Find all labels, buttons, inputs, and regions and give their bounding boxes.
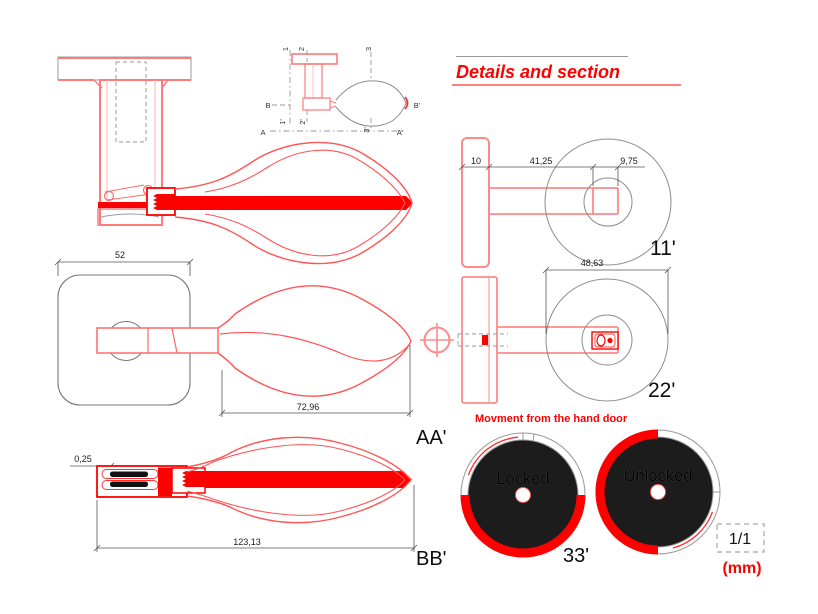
label-b: B [265, 101, 270, 110]
flange-chamfers [93, 79, 169, 89]
dim-line-11 [458, 163, 645, 186]
unlocked-center-hole [650, 484, 666, 500]
core-tip-bb [403, 471, 412, 488]
flange-outline [57, 56, 192, 81]
spindle-key [482, 335, 488, 345]
spring-bottom [110, 481, 148, 487]
neck-joints [147, 327, 178, 354]
view-label-bb: BB' [416, 548, 447, 570]
dim-neck-length: 41,25 [530, 156, 553, 166]
movement-note: Movment from the hand door [475, 413, 628, 425]
dim-clearance: 0,25 [74, 454, 92, 464]
scale-box: 1/1 (mm) [716, 523, 765, 577]
dim-line-22 [542, 266, 672, 334]
label-a-prime: A' [397, 128, 404, 137]
mini-grip-tip [404, 96, 409, 110]
label-1-prime: 1' [278, 119, 287, 125]
dial-tick-top2 [532, 433, 535, 442]
hidden-spindle-22 [457, 333, 508, 347]
view-section-11: 10 41,25 9,75 11' [458, 137, 676, 268]
threaded-core-bb [182, 471, 205, 487]
view-section-22: 48,63 22' [457, 258, 675, 404]
label-b-prime: B' [414, 101, 421, 110]
scale-ratio: 1/1 [729, 531, 751, 548]
label-2-prime: 2' [298, 119, 307, 125]
base-plate [97, 208, 163, 226]
plate-side-22 [461, 276, 498, 404]
locked-red-arc [460, 494, 586, 558]
dim-line-12313 [93, 485, 418, 552]
locked-dial: Locked [460, 432, 586, 558]
linkage [103, 184, 154, 202]
flange-red-edges [58, 57, 191, 81]
label-1: 1 [281, 47, 290, 51]
key-diagram: B B' A A' 1 2 3 1' 2' 3' [260, 47, 420, 137]
core-bar-bb [205, 471, 403, 488]
grip-s-curve [219, 331, 410, 362]
dim-rose-inset: 9,75 [620, 156, 638, 166]
base-curve [100, 213, 160, 218]
mini-flange [291, 53, 338, 65]
rotation-diagram: Movment from the hand door Locked 33' Un… [460, 413, 721, 567]
label-3: 3 [364, 47, 373, 51]
locked-center-hole [515, 487, 531, 503]
view-label-22: 22' [648, 379, 675, 402]
center-mark-icon [420, 323, 454, 357]
dim-overall-length: 123,13 [233, 537, 261, 547]
section-view-mounted-handle [57, 56, 413, 265]
grip-inner [204, 149, 406, 257]
unlocked-thin-arc [672, 511, 714, 549]
dim-plate-width: 52 [115, 250, 125, 260]
rose-inner-circle-22 [581, 314, 633, 366]
scale-frame [716, 523, 765, 553]
locked-thin-arc [467, 436, 519, 476]
core-bar [175, 196, 406, 210]
stem-inner-walls [106, 80, 156, 205]
latch-bar [98, 202, 148, 208]
grip-inner-bb [186, 444, 406, 516]
spring-top [110, 471, 148, 477]
view-label-33: 33' [563, 545, 589, 567]
grip-outer-bb [186, 436, 412, 524]
label-2: 2 [297, 47, 306, 51]
core-tip [406, 196, 413, 210]
dim-line-52 [54, 258, 194, 276]
view-label-aa: AA' [416, 427, 447, 449]
fastener-detail [591, 331, 619, 350]
title-block: Details and section [452, 56, 681, 86]
view-label-11: 11' [650, 237, 676, 260]
unlocked-label: Unlocked [624, 467, 693, 485]
rose-inner-circle [583, 177, 633, 227]
rose-outer-circle [544, 138, 672, 266]
grip-outline-aa [217, 285, 412, 397]
units-label: (mm) [722, 560, 761, 577]
dim-grip-length: 72,96 [297, 402, 320, 412]
mini-grip [335, 80, 407, 127]
label-a: A [260, 128, 265, 137]
core-block [158, 467, 172, 496]
dim-rose-diameter: 48,63 [581, 258, 604, 268]
mini-stem [304, 63, 323, 99]
locked-label: Locked [496, 470, 549, 488]
mini-neck [329, 100, 337, 109]
mini-base [302, 97, 331, 111]
dim-line-7296 [218, 345, 414, 417]
view-section-aa: 52 72,96 AA' [54, 250, 447, 449]
grip-outer [174, 141, 413, 265]
unlocked-dial: Unlocked [595, 429, 721, 555]
dim-plate-thickness: 10 [471, 156, 481, 166]
rose-outer-circle-22 [545, 278, 669, 402]
unlocked-red-arc [595, 429, 659, 555]
hidden-spindle [115, 61, 147, 143]
neck-side [489, 187, 619, 215]
plate-side [461, 137, 490, 268]
threaded-core [153, 194, 175, 210]
page-title: Details and section [456, 62, 620, 82]
handle-neck-aa [96, 327, 219, 354]
view-section-bb: 0,25 123,13 BB' [70, 436, 447, 570]
label-3-prime: 3' [362, 127, 371, 133]
